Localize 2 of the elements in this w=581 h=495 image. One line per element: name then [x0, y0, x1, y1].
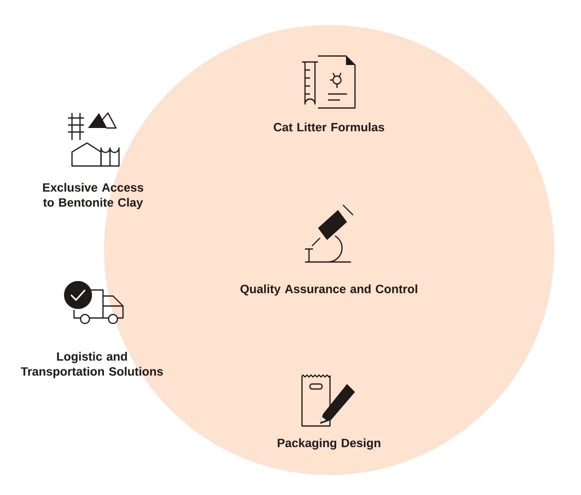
label-text: Exclusive Access to Bentonite Clay	[43, 182, 144, 210]
label-text: Logistic and Transportation Solutions	[20, 352, 163, 378]
